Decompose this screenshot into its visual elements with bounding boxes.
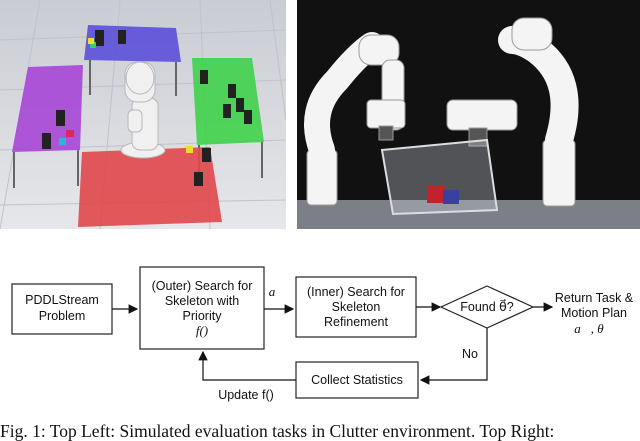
purple-table (12, 65, 83, 188)
outer-box-line-2: Skeleton with (165, 294, 239, 308)
outer-box-line-1: (Outer) Search for (152, 279, 253, 293)
result-variables: a⃗, θ⃗ (574, 321, 614, 336)
update-label: Update f() (218, 388, 274, 402)
outer-search-box (139, 266, 265, 350)
pddlstream-problem-box (11, 283, 113, 335)
flowchart: PDDLStream Problem (Outer) Search for Sk… (11, 266, 634, 402)
result-line-1: Return Task & (555, 291, 634, 305)
inner-box-line-1: (Inner) Search for (307, 285, 405, 299)
red-table (78, 146, 222, 227)
left-robot (304, 32, 406, 206)
decision-label: Found θ⃗? (460, 299, 514, 314)
robot-arm (120, 61, 166, 159)
inner-box-line-3: Refinement (324, 315, 388, 329)
skeleton-label: a⃗ (269, 284, 286, 299)
clear-bin (380, 138, 499, 216)
figure-caption: Fig. 1: Top Left: Simulated evaluation t… (0, 421, 555, 441)
real-robot-photo (297, 0, 640, 229)
collect-statistics-label: Collect Statistics (311, 373, 403, 387)
inner-search-box (295, 276, 417, 338)
outer-box-line-3: Priority (183, 309, 223, 323)
result-line-2: Motion Plan (561, 306, 627, 320)
start-box-line-2: Problem (39, 309, 86, 323)
red-block (427, 185, 445, 203)
start-box-line-1: PDDLStream (25, 293, 99, 307)
inner-box-line-2: Skeleton (332, 300, 381, 314)
blue-block (443, 190, 459, 204)
blue-table (84, 25, 181, 96)
outer-box-priority-function: f() (196, 323, 208, 338)
simulation-image (0, 0, 286, 229)
arrow-update-path (198, 350, 296, 381)
workbench (297, 200, 640, 229)
arrow-no-path (419, 328, 488, 385)
no-label: No (462, 347, 478, 361)
